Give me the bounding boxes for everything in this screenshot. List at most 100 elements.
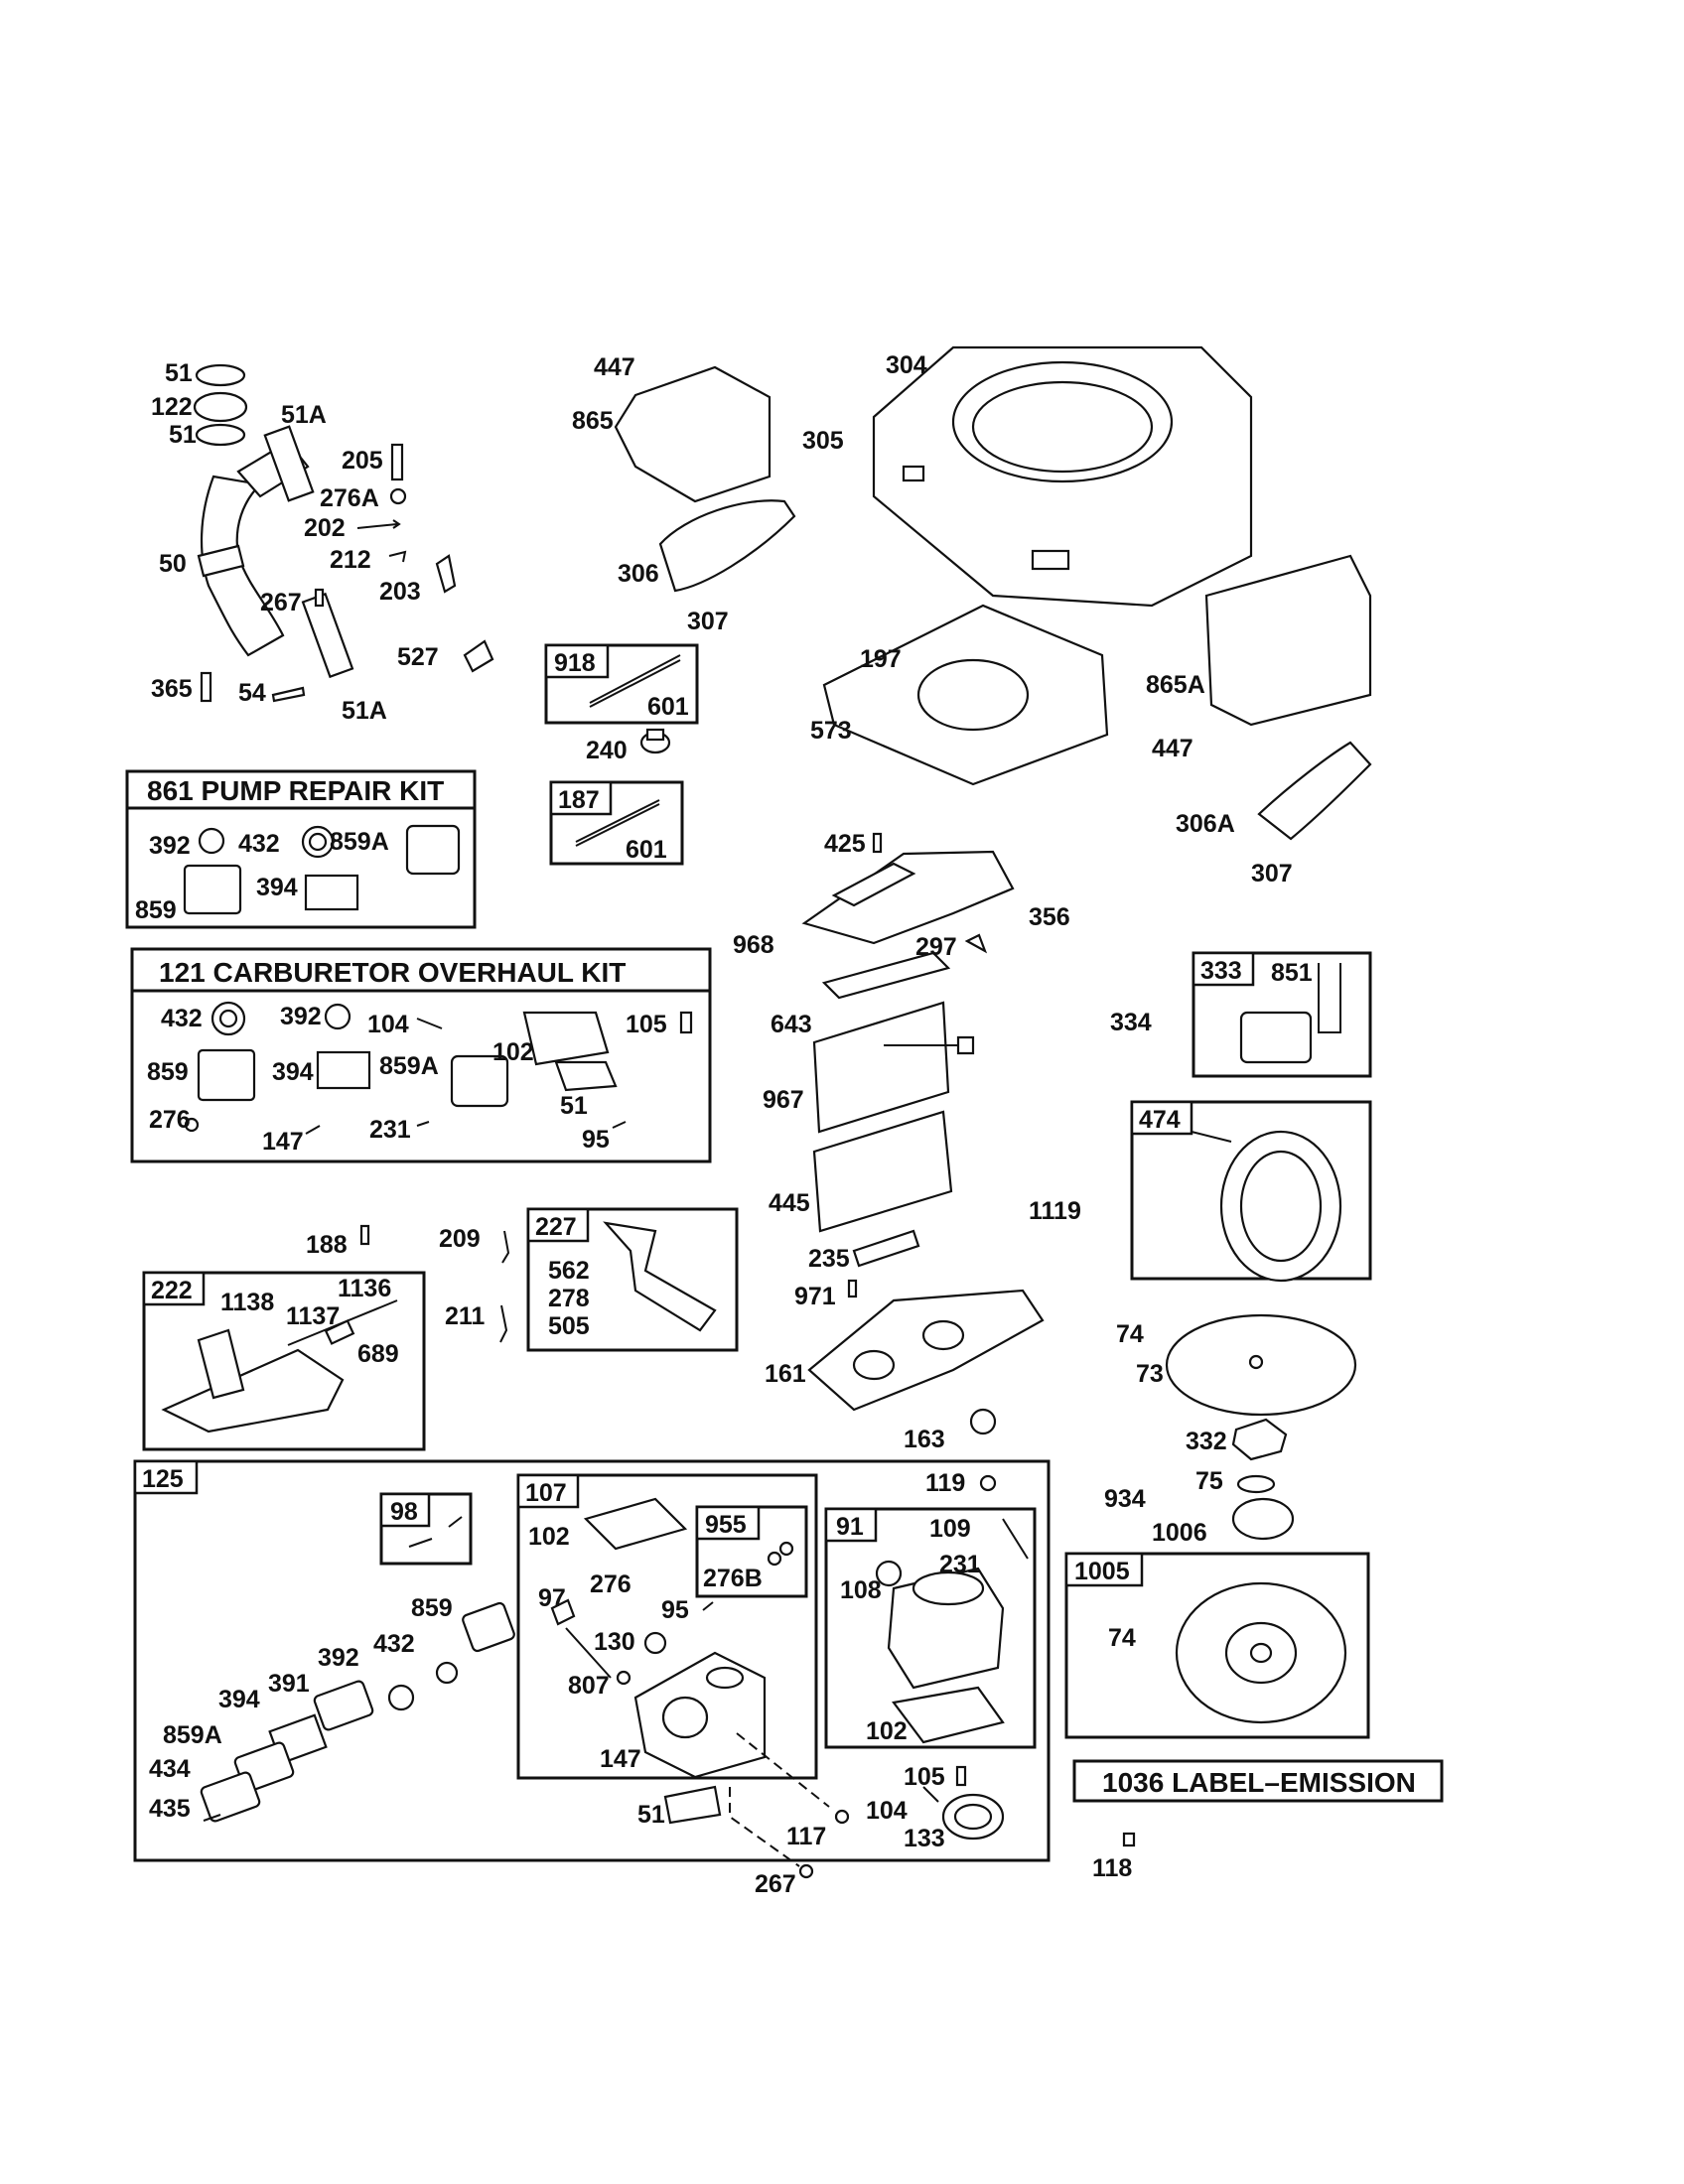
part-label: 392 <box>318 1644 359 1672</box>
throttle-plate-97-drawing <box>550 1598 576 1626</box>
part-label: 865 <box>572 407 614 435</box>
part-label: 117 <box>786 1823 826 1850</box>
part-label: 51 <box>169 421 197 449</box>
part-label: 119 <box>925 1469 965 1497</box>
part-label: 1137 <box>286 1302 340 1330</box>
part-label: 122 <box>151 393 193 421</box>
part-label: 447 <box>1152 735 1193 762</box>
air-filter-drawing <box>812 1001 953 1233</box>
part-label: 562 <box>548 1257 590 1285</box>
part-label: 130 <box>594 1628 635 1656</box>
part-label: 51 <box>165 359 193 387</box>
part-label: 307 <box>687 608 729 635</box>
part-label: 1136 <box>338 1275 391 1302</box>
screw-95-drawing <box>702 1601 714 1611</box>
part-label: 51A <box>281 401 327 429</box>
part-label: 306A <box>1176 810 1235 838</box>
link-601a-drawing <box>589 654 681 708</box>
group-222-frame <box>142 1271 426 1451</box>
group-227-frame <box>526 1207 739 1352</box>
carb-overhaul-kit-title: 121 CARBURETOR OVERHAUL KIT <box>159 957 626 988</box>
part-label: 278 <box>548 1285 590 1312</box>
governor-control-drawing <box>161 1299 398 1433</box>
part-label: 102 <box>492 1038 534 1066</box>
group-333-frame <box>1192 951 1372 1078</box>
part-label: 394 <box>218 1686 260 1713</box>
part-label: 297 <box>915 933 957 961</box>
part-label: 105 <box>626 1011 667 1038</box>
part-label: 432 <box>161 1005 203 1032</box>
group-474-label: 474 <box>1139 1106 1181 1134</box>
part-label: 51 <box>560 1092 588 1120</box>
part-label: 859A <box>330 828 389 856</box>
group-98-label: 98 <box>390 1498 418 1526</box>
part-label: 447 <box>594 353 635 381</box>
flywheel-nut-drawing <box>1231 1418 1295 1541</box>
gasket-102-drawing <box>583 1497 688 1551</box>
air-cleaner-base-drawing <box>807 1289 1045 1412</box>
link-601b-drawing <box>575 799 660 847</box>
part-label: 934 <box>1104 1485 1146 1513</box>
part-label: 197 <box>860 645 902 673</box>
fuel-pump-drawing <box>200 1601 515 1823</box>
group-91-label: 91 <box>836 1513 864 1541</box>
part-label: 601 <box>626 836 667 864</box>
group-955-tag <box>695 1505 761 1541</box>
part-label: 231 <box>369 1116 411 1144</box>
label-emission-title: 1036 LABEL–EMISSION <box>1102 1767 1416 1798</box>
part-label: 865A <box>1146 671 1205 699</box>
group-187-frame <box>549 780 684 866</box>
part-label: 163 <box>904 1426 945 1453</box>
screw-188-drawing <box>359 1224 370 1246</box>
group-222-label: 222 <box>151 1277 193 1304</box>
part-label: 74 <box>1108 1624 1136 1652</box>
part-label: 807 <box>568 1672 610 1700</box>
precleaner-235-drawing <box>852 1229 920 1268</box>
part-label: 851 <box>1271 959 1313 987</box>
part-label: 527 <box>397 643 439 671</box>
part-number-labels: 51 122 51 51A 205 276A 202 212 203 50 26… <box>135 351 1313 1898</box>
gasket-51-drawing <box>663 1785 722 1825</box>
part-label: 267 <box>755 1870 796 1898</box>
part-label: 689 <box>357 1340 399 1368</box>
group-107-tag <box>516 1473 580 1509</box>
label-118-drawing <box>1122 1832 1136 1847</box>
seal-807-drawing <box>616 1670 632 1686</box>
part-label: 212 <box>330 546 371 574</box>
part-label: 147 <box>262 1128 304 1156</box>
label-emission-box <box>1072 1759 1444 1803</box>
air-guide-drawing <box>822 604 1109 786</box>
screw-117-drawing <box>834 1809 850 1825</box>
part-label: 188 <box>306 1231 348 1259</box>
air-cleaner-cover-drawing <box>801 832 1015 945</box>
group-955-label: 955 <box>705 1511 747 1539</box>
part-label: 118 <box>1092 1854 1132 1882</box>
part-label: 202 <box>304 514 346 542</box>
part-label: 109 <box>929 1515 971 1543</box>
wire-356-connector-drawing <box>956 1035 975 1055</box>
screw-267-drawing <box>798 1863 814 1879</box>
part-label: 108 <box>840 1576 882 1604</box>
part-label: 304 <box>886 351 927 379</box>
flywheel-screen-drawing <box>1165 1313 1357 1417</box>
part-label: 971 <box>794 1283 836 1310</box>
part-label: 1138 <box>220 1289 274 1316</box>
wing-nut-297-drawing <box>964 933 988 954</box>
part-label: 391 <box>268 1670 310 1698</box>
exhaust-manifold-drawing <box>197 425 354 679</box>
part-label: 435 <box>149 1795 191 1823</box>
alternator-474-drawing <box>1191 1130 1342 1283</box>
group-474-tag <box>1130 1100 1193 1136</box>
part-label: 161 <box>765 1360 806 1388</box>
part-label: 643 <box>771 1011 812 1038</box>
part-label: 276 <box>149 1106 191 1134</box>
part-label: 203 <box>379 578 421 606</box>
part-label: 147 <box>600 1745 641 1773</box>
part-label: 859 <box>411 1594 453 1622</box>
part-label: 211 <box>445 1302 485 1330</box>
group-125-label: 125 <box>142 1465 184 1493</box>
part-label: 240 <box>586 737 628 764</box>
float-bowl-parts-drawing <box>922 1765 1005 1841</box>
carb-overhaul-kit-frame <box>130 947 712 1163</box>
